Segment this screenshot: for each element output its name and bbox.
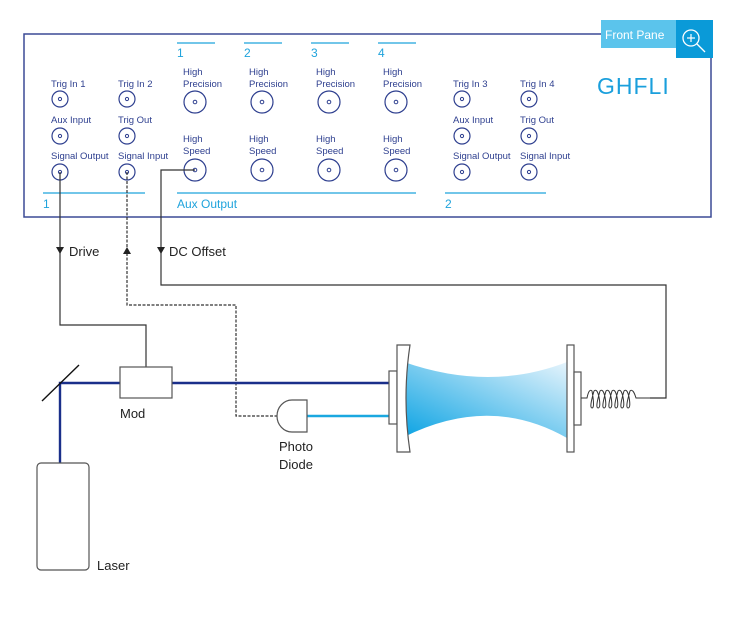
spring-icon: [581, 389, 650, 409]
precision-label: Precision: [383, 79, 422, 90]
aux-channel-number: 3: [311, 46, 318, 60]
photo-diode-icon: [276, 399, 308, 433]
aux-3-high-precision-connector[interactable]: [317, 90, 341, 114]
trig-in-4-connector[interactable]: [520, 90, 538, 108]
aux-1-high-precision-connector[interactable]: [183, 90, 207, 114]
photo-diode-label: Diode: [279, 457, 313, 472]
precision-label: Precision: [316, 79, 355, 90]
aux-input-1-connector[interactable]: [51, 127, 69, 145]
output-mirror: [566, 344, 575, 453]
signal-input-2-connector[interactable]: [520, 163, 538, 181]
connector-label: Signal Output: [51, 151, 109, 162]
panel-frame: [23, 33, 712, 218]
dc-offset-arrow-icon: [157, 247, 165, 254]
connector-label: Trig In 1: [51, 79, 86, 90]
modulator-box: [119, 366, 173, 399]
aux-3-high-speed-connector[interactable]: [317, 158, 341, 182]
front-panel-badge[interactable]: Front Pane: [601, 20, 713, 58]
speed-label: Speed: [383, 146, 410, 157]
speed-label: Speed: [249, 146, 276, 157]
precision-label: Precision: [249, 79, 288, 90]
trig-out-1-connector[interactable]: [118, 127, 136, 145]
drive-arrow-icon: [56, 247, 64, 254]
connector-label: Signal Input: [118, 151, 169, 162]
drive-label: Drive: [69, 244, 99, 259]
aux-2-high-speed-connector[interactable]: [250, 158, 274, 182]
connector-label: Trig Out: [520, 115, 554, 126]
precision-label: High: [383, 67, 403, 78]
trig-in-3-connector[interactable]: [453, 90, 471, 108]
signal-group-2: Trig In 3 Trig In 4 Aux Input Trig Out S…: [445, 79, 571, 211]
trig-in-1-connector[interactable]: [51, 90, 69, 108]
speed-label: High: [383, 134, 403, 145]
speed-label: High: [249, 134, 269, 145]
speed-label: Speed: [183, 146, 210, 157]
laser-box: [36, 462, 90, 571]
piezo-actuator: [573, 371, 582, 426]
signal-group-1: Trig In 1 Trig In 2 Aux Input Trig Out S…: [43, 79, 169, 211]
mirror-icon: [41, 364, 80, 402]
trig-in-2-connector[interactable]: [118, 90, 136, 108]
front-panel: Front Pane GHFLI Trig In 1 Trig In 2 Aux…: [23, 20, 713, 218]
brand-label: GHFLI: [597, 73, 670, 99]
precision-label: High: [183, 67, 203, 78]
connector-label: Signal Input: [520, 151, 571, 162]
signal-output-2-connector[interactable]: [453, 163, 471, 181]
input-mirror: [396, 344, 411, 453]
badge-label: Front Pane: [605, 28, 665, 42]
signal-arrows: [56, 247, 165, 254]
speed-label: High: [316, 134, 336, 145]
connector-label: Trig Out: [118, 115, 152, 126]
cavity-mode: [404, 362, 567, 438]
connector-label: Trig In 3: [453, 79, 488, 90]
aux-output-title: Aux Output: [177, 197, 238, 211]
connector-label: Aux Input: [453, 115, 493, 126]
laser-label: Laser: [97, 558, 130, 573]
connector-label: Aux Input: [51, 115, 91, 126]
aux-channel-number: 4: [378, 46, 385, 60]
aux-4-high-speed-connector[interactable]: [384, 158, 408, 182]
connector-label: Trig In 4: [520, 79, 555, 90]
speed-label: High: [183, 134, 203, 145]
precision-label: High: [249, 67, 269, 78]
dc-offset-wire: [160, 169, 667, 399]
precision-label: Precision: [183, 79, 222, 90]
aux-2-high-precision-connector[interactable]: [250, 90, 274, 114]
group-1-number: 1: [43, 197, 50, 211]
aux-input-2-connector[interactable]: [453, 127, 471, 145]
aux-channel-number: 1: [177, 46, 184, 60]
signal-input-arrow-icon: [123, 247, 131, 254]
aux-output-group: 1 2 3 4 High Precision High Precision Hi…: [177, 42, 422, 211]
zoom-in-icon[interactable]: [682, 29, 706, 53]
input-mirror-mount: [388, 370, 398, 425]
aux-4-high-precision-connector[interactable]: [384, 90, 408, 114]
photo-diode-label: Photo: [279, 439, 313, 454]
trig-out-2-connector[interactable]: [520, 127, 538, 145]
modulator-label: Mod: [120, 406, 145, 421]
connector-label: Trig In 2: [118, 79, 153, 90]
aux-channel-number: 2: [244, 46, 251, 60]
laser-beam: [58, 381, 390, 463]
precision-label: High: [316, 67, 336, 78]
drive-wire: [59, 172, 147, 367]
connector-label: Signal Output: [453, 151, 511, 162]
dc-offset-label: DC Offset: [169, 244, 226, 259]
signal-input-wire: [126, 172, 278, 417]
optical-cavity: [388, 344, 582, 453]
speed-label: Speed: [316, 146, 343, 157]
group-2-number: 2: [445, 197, 452, 211]
